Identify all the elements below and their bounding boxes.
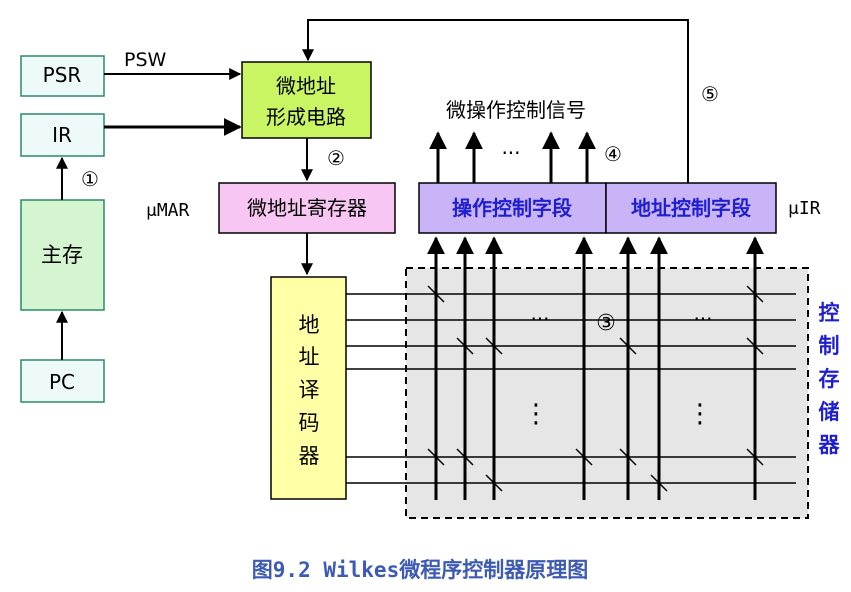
control-store-char-5: 器	[818, 433, 841, 457]
control-store-area	[405, 267, 809, 519]
decoder-char-4: 码	[299, 411, 320, 435]
decoder-char-2: 址	[299, 345, 320, 369]
grid-dots-h-1: ···	[530, 307, 549, 331]
grid-dots-v-1: ⋮	[523, 399, 549, 429]
word-lines	[346, 293, 796, 484]
control-store-char-3: 存	[819, 367, 840, 391]
signal-outputs	[429, 131, 596, 183]
step-5-label: ⑤	[701, 82, 719, 106]
psw-label: PSW	[124, 49, 167, 71]
decoder-char-5: 器	[299, 444, 320, 468]
main-memory-box	[20, 199, 105, 311]
step-2-label: ②	[327, 146, 345, 170]
step-4-label: ④	[604, 142, 622, 166]
ir-box	[20, 113, 105, 157]
addr-gen-box	[241, 61, 372, 139]
signal-dots: ···	[501, 141, 520, 165]
ir-label: IR	[52, 123, 72, 147]
pc-label: PC	[49, 370, 75, 394]
decoder-box	[270, 276, 347, 500]
grid-dots-v-2: ⋮	[687, 399, 713, 429]
umar-label: μMAR	[146, 200, 190, 221]
addr-field-box	[605, 182, 777, 234]
decoder-char-3: 译	[299, 378, 320, 402]
addr-gen-label-2: 形成电路	[266, 105, 346, 129]
control-store-char-4: 储	[819, 400, 840, 424]
op-field-box	[418, 182, 607, 234]
pc-box	[20, 359, 105, 403]
psr-box	[20, 55, 105, 97]
main-memory-label: 主存	[41, 243, 83, 267]
micro-op-signals-label: 微操作控制信号	[446, 98, 586, 122]
addr-field-label: 地址控制字段	[631, 196, 751, 220]
decoder-char-1: 地	[299, 313, 320, 337]
figure-caption: 图9.2 Wilkes微程序控制器原理图	[252, 558, 588, 582]
uir-label: μIR	[788, 198, 821, 219]
control-store-char-1: 控	[819, 301, 840, 325]
addr-gen-label-1: 微地址	[276, 74, 336, 98]
psr-label: PSR	[43, 63, 82, 87]
op-field-label: 操作控制字段	[452, 196, 572, 220]
step-1-label: ①	[81, 167, 99, 191]
umar-box	[218, 182, 396, 234]
step-3-label: ③	[596, 311, 616, 336]
grid-dots-h-2: ···	[693, 307, 712, 331]
storage-ticks	[427, 285, 764, 492]
umar-reg-label: 微地址寄存器	[247, 196, 367, 220]
control-store-char-2: 制	[819, 334, 840, 358]
feedback-path	[302, 19, 689, 183]
